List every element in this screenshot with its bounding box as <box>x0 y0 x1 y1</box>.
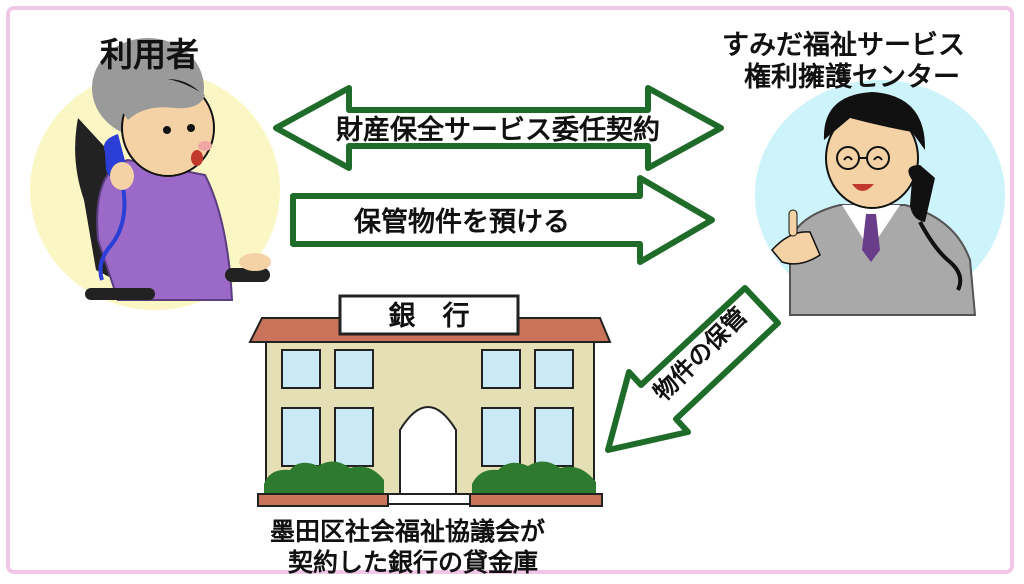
staff-member-illustration <box>771 92 977 316</box>
center-label-line2: 権利擁護センター <box>744 62 960 93</box>
bank-sign: 銀 行 <box>389 300 470 332</box>
bank-caption-line2: 契約した銀行の貸金庫 <box>288 548 539 577</box>
bank-building: 銀 行 <box>248 294 612 507</box>
elderly-user-illustration <box>75 38 271 301</box>
contract-arrow-label: 財産保全サービス委任契約 <box>336 114 660 146</box>
user-label: 利用者 <box>100 35 199 74</box>
bank-caption-line1: 墨田区社会福祉協議会が <box>270 517 546 546</box>
deposit-arrow: 保管物件を預ける <box>290 175 715 265</box>
deposit-arrow-label: 保管物件を預ける <box>353 207 570 238</box>
storage-arrow: 物件の保管 <box>605 285 781 453</box>
center-label-line1: すみだ福祉サービス <box>722 30 965 61</box>
contract-arrow: 財産保全サービス委任契約 <box>273 85 724 171</box>
